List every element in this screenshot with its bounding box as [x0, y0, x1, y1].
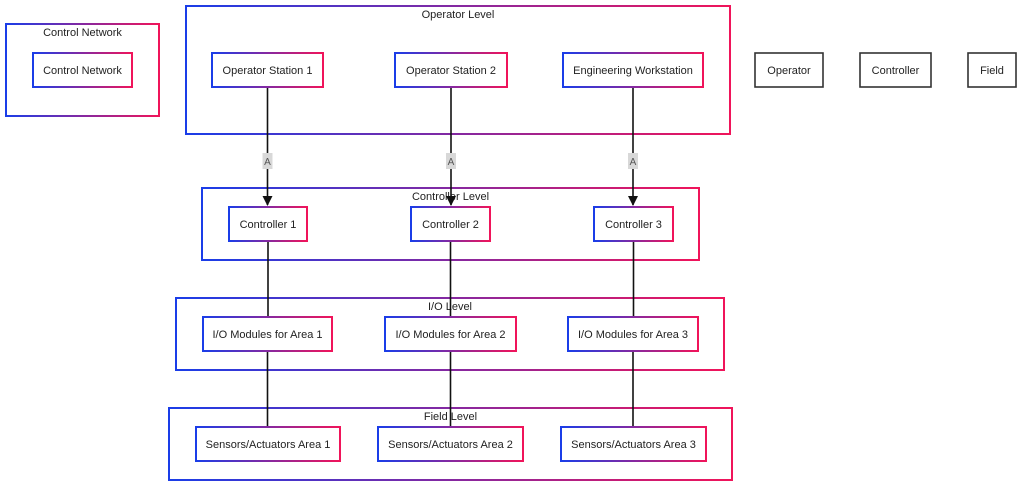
node-label: Engineering Workstation [573, 65, 693, 77]
node-box[interactable] [754, 52, 824, 88]
node-c3[interactable]: Controller 3 [593, 206, 674, 242]
node-leg-field[interactable]: Field [967, 52, 1017, 88]
node-box[interactable] [560, 426, 707, 462]
node-leg-op[interactable]: Operator [754, 52, 824, 88]
node-label: Control Network [43, 65, 122, 77]
node-label: Field [980, 65, 1004, 77]
node-box[interactable] [384, 316, 517, 352]
edge-label: A [448, 157, 455, 168]
edge-label-bg [628, 153, 638, 169]
node-box[interactable] [394, 52, 508, 88]
edge-os1-c1: A [262, 87, 273, 206]
node-label: Controller 1 [240, 219, 297, 231]
group-control-network-border [5, 23, 160, 117]
node-box[interactable] [967, 52, 1017, 88]
node-io1[interactable]: I/O Modules for Area 1 [202, 316, 333, 352]
node-box[interactable] [567, 316, 699, 352]
node-label: Operator Station 2 [406, 65, 496, 77]
node-box[interactable] [228, 206, 308, 242]
node-leg-ctrl[interactable]: Controller [859, 52, 932, 88]
group-control-network: Control Network [5, 23, 160, 117]
node-sa1[interactable]: Sensors/Actuators Area 1 [195, 426, 341, 462]
edge-os2-c2: A [446, 87, 456, 206]
node-cn[interactable]: Control Network [32, 52, 133, 88]
node-label: Sensors/Actuators Area 3 [571, 439, 696, 451]
node-os2[interactable]: Operator Station 2 [394, 52, 508, 88]
node-c1[interactable]: Controller 1 [228, 206, 308, 242]
node-box[interactable] [211, 52, 324, 88]
node-label: I/O Modules for Area 1 [212, 329, 322, 341]
node-label: Sensors/Actuators Area 1 [206, 439, 331, 451]
node-label: Operator Station 1 [223, 65, 313, 77]
node-ews[interactable]: Engineering Workstation [562, 52, 704, 88]
group-operator-level: Operator Level [185, 5, 731, 135]
node-box[interactable] [377, 426, 524, 462]
node-sa3[interactable]: Sensors/Actuators Area 3 [560, 426, 707, 462]
node-label: Controller 3 [605, 219, 662, 231]
node-label: Operator [767, 65, 811, 77]
node-os1[interactable]: Operator Station 1 [211, 52, 324, 88]
edge-ews-c3: A [628, 87, 638, 206]
node-box[interactable] [859, 52, 932, 88]
edge-label-bg [446, 153, 456, 169]
node-box[interactable] [593, 206, 674, 242]
node-label: Controller 2 [422, 219, 479, 231]
group-operator-level-border [185, 5, 731, 135]
node-box[interactable] [32, 52, 133, 88]
node-sa2[interactable]: Sensors/Actuators Area 2 [377, 426, 524, 462]
node-io2[interactable]: I/O Modules for Area 2 [384, 316, 517, 352]
node-box[interactable] [195, 426, 341, 462]
node-box[interactable] [202, 316, 333, 352]
edge-label: A [264, 157, 271, 168]
node-c2[interactable]: Controller 2 [410, 206, 491, 242]
node-box[interactable] [562, 52, 704, 88]
node-label: Controller [872, 65, 920, 77]
group-title: Operator Level [422, 9, 495, 21]
node-box[interactable] [410, 206, 491, 242]
node-label: I/O Modules for Area 2 [395, 329, 505, 341]
node-label: Sensors/Actuators Area 2 [388, 439, 513, 451]
node-label: I/O Modules for Area 3 [578, 329, 688, 341]
group-title: Control Network [43, 27, 122, 39]
edge-label: A [630, 157, 637, 168]
edge-label-bg [262, 153, 273, 169]
node-io3[interactable]: I/O Modules for Area 3 [567, 316, 699, 352]
